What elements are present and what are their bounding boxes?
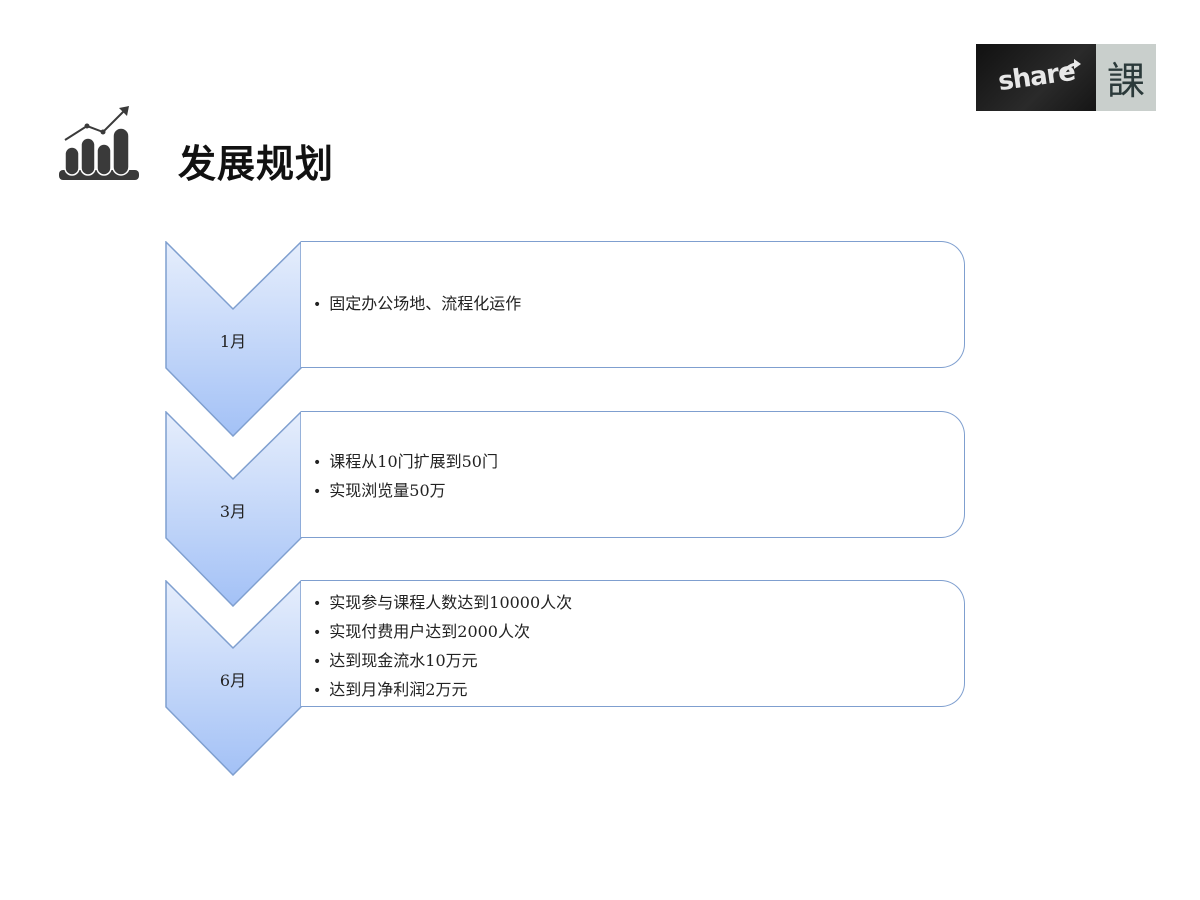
bullet-item: 实现参与课程人数达到10000人次 bbox=[313, 589, 964, 618]
step-label: 1月 bbox=[219, 332, 247, 351]
step-content-box: 课程从10门扩展到50门 实现浏览量50万 bbox=[301, 411, 965, 538]
chevron-down-shape bbox=[165, 580, 302, 776]
bullet-item: 固定办公场地、流程化运作 bbox=[313, 290, 964, 319]
timeline-step-3: 6月 实现参与课程人数达到10000人次 实现付费用户达到2000人次 达到现金… bbox=[165, 580, 965, 776]
timeline-step-2: 3月 课程从10门扩展到50门 实现浏览量50万 bbox=[165, 411, 965, 607]
bar-chart-trend-icon bbox=[57, 104, 141, 182]
page-title: 发展规划 bbox=[178, 142, 335, 186]
chevron-down-shape bbox=[165, 241, 302, 437]
logo-ke-char: 課 bbox=[1106, 59, 1145, 103]
step-content-box: 固定办公场地、流程化运作 bbox=[301, 241, 965, 368]
bullet-item: 实现付费用户达到2000人次 bbox=[313, 618, 964, 647]
logo-share-panel: share bbox=[976, 44, 1096, 111]
bullet-item: 实现浏览量50万 bbox=[313, 477, 964, 506]
bullet-item: 达到现金流水10万元 bbox=[313, 647, 964, 676]
step-label: 6月 bbox=[219, 671, 247, 690]
logo-ke-panel: 課 bbox=[1096, 44, 1156, 111]
timeline-step-1: 1月 固定办公场地、流程化运作 bbox=[165, 241, 965, 437]
step-content-box: 实现参与课程人数达到10000人次 实现付费用户达到2000人次 达到现金流水1… bbox=[301, 580, 965, 707]
arrow-icon bbox=[1061, 59, 1081, 75]
step-label: 3月 bbox=[219, 502, 247, 521]
bullet-item: 课程从10门扩展到50门 bbox=[313, 448, 964, 477]
share-logo: share 課 bbox=[976, 44, 1156, 111]
bullet-item: 达到月净利润2万元 bbox=[313, 676, 964, 705]
chevron-down-shape bbox=[165, 411, 302, 607]
